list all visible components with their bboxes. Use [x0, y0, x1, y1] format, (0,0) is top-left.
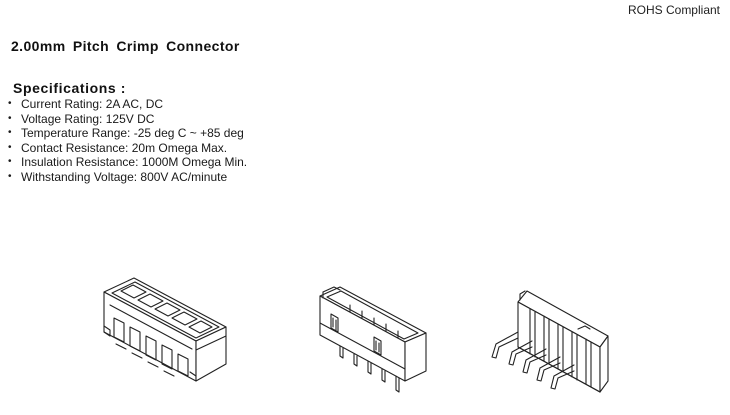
spec-current-rating: Current Rating: 2A AC, DC [8, 97, 247, 112]
specifications-heading: Specifications : [13, 80, 127, 96]
spec-insulation-resistance: Insulation Resistance: 1000M Omega Min. [8, 155, 247, 170]
spec-contact-resistance: Contact Resistance: 20m Omega Max. [8, 141, 247, 156]
page-title: 2.00mm Pitch Crimp Connector [11, 38, 240, 54]
spec-withstanding-voltage: Withstanding Voltage: 800V AC/minute [8, 170, 247, 185]
rohs-compliance-label: ROHS Compliant [627, 3, 720, 17]
housing-drawing [103, 277, 227, 382]
spec-voltage-rating: Voltage Rating: 125V DC [8, 112, 247, 127]
straight-header-drawing [319, 286, 427, 393]
connector-drawings [103, 277, 609, 393]
specifications-list: Current Rating: 2A AC, DC Voltage Rating… [8, 97, 247, 185]
spec-temperature-range: Temperature Range: -25 deg C ~ +85 deg [8, 126, 247, 141]
right-angle-header-drawing [491, 290, 609, 393]
